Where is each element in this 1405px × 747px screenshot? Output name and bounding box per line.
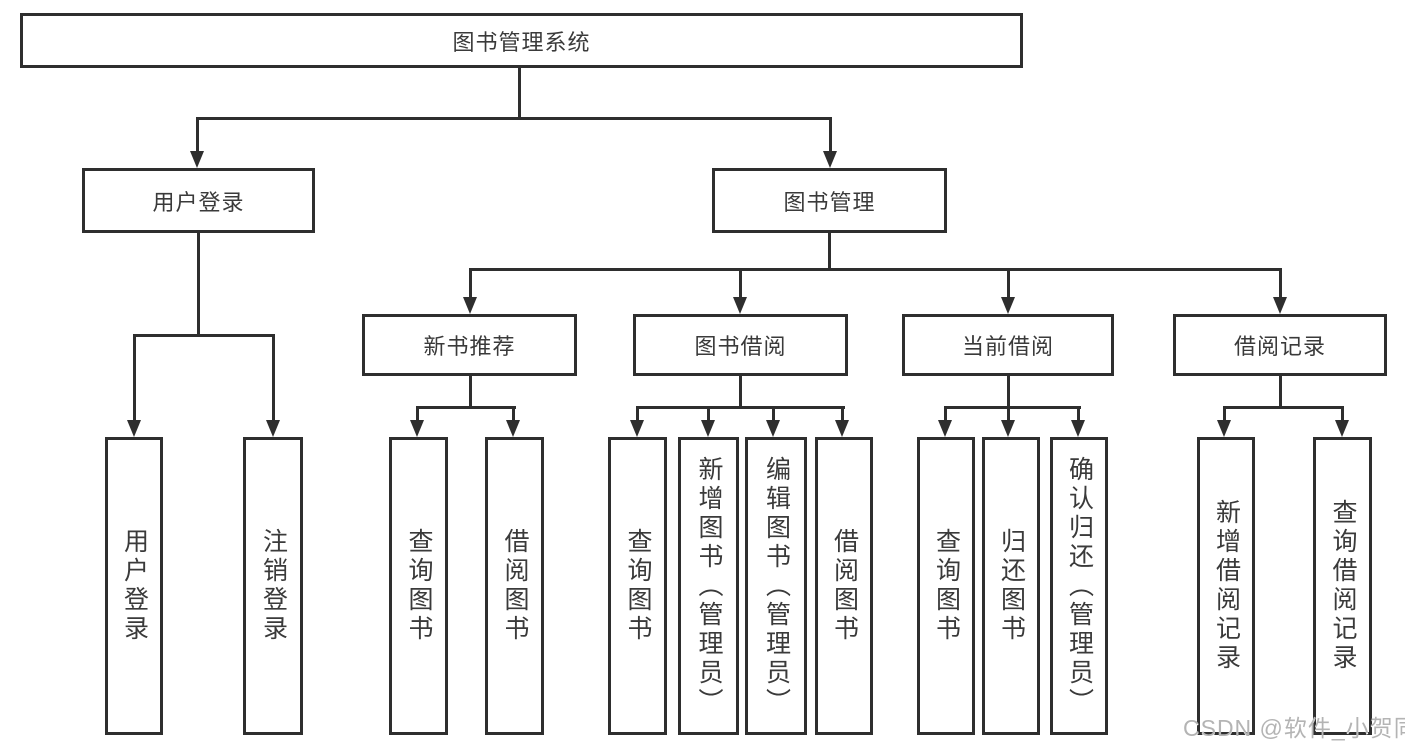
arrow-down-icon <box>1217 420 1231 437</box>
leaf-label: 确认归还（管理员） <box>1065 455 1094 717</box>
connector-line <box>739 376 742 409</box>
leaf-label: 归还图书 <box>997 528 1026 644</box>
arrow-down-icon <box>766 420 780 437</box>
arrow-down-icon <box>701 420 715 437</box>
leaf-add-borrow-record: 新增借阅记录 <box>1197 437 1255 735</box>
connector-line <box>1279 268 1282 299</box>
connector-line <box>828 233 831 271</box>
node-book-borrow: 图书借阅 <box>633 314 848 376</box>
connector-line <box>1007 376 1010 409</box>
leaf-label: 查询图书 <box>405 528 433 644</box>
arrow-down-icon <box>1001 297 1015 314</box>
connector-line <box>1279 376 1282 409</box>
node-user-login: 用户登录 <box>82 168 315 233</box>
leaf-label: 查询图书 <box>624 528 652 644</box>
leaf-label: 查询借阅记录 <box>1329 499 1357 673</box>
connector-line <box>636 406 845 409</box>
arrow-down-icon <box>823 151 837 168</box>
arrow-down-icon <box>835 420 849 437</box>
leaf-borrow-books-2: 借阅图书 <box>815 437 873 735</box>
leaf-confirm-return-admin: 确认归还（管理员） <box>1050 437 1108 735</box>
connector-line <box>1223 406 1344 409</box>
connector-line <box>469 376 472 409</box>
connector-line <box>636 406 639 422</box>
connector-line <box>829 117 832 153</box>
leaf-label: 新增图书（管理员） <box>695 455 723 717</box>
leaf-borrow-books-1: 借阅图书 <box>485 437 544 735</box>
arrow-down-icon <box>630 420 644 437</box>
node-current-borrow: 当前借阅 <box>902 314 1114 376</box>
arrow-down-icon <box>463 297 477 314</box>
connector-line <box>416 406 516 409</box>
connector-line <box>1007 406 1010 422</box>
connector-line <box>707 406 710 422</box>
connector-line <box>272 334 275 422</box>
arrow-down-icon <box>266 420 280 437</box>
leaf-label: 用户登录 <box>120 528 149 644</box>
connector-line <box>469 268 472 299</box>
arrow-down-icon <box>190 151 204 168</box>
leaf-add-book-admin: 新增图书（管理员） <box>678 437 739 735</box>
connector-line <box>1077 406 1080 422</box>
connector-line <box>944 406 1081 409</box>
leaf-label: 查询图书 <box>932 528 961 644</box>
node-new-book-recommend: 新书推荐 <box>362 314 577 376</box>
arrow-down-icon <box>733 297 747 314</box>
leaf-label: 新增借阅记录 <box>1212 499 1241 673</box>
arrow-down-icon <box>1273 297 1287 314</box>
leaf-query-books-2: 查询图书 <box>608 437 667 735</box>
connector-line <box>512 406 515 422</box>
leaf-user-login: 用户登录 <box>105 437 163 735</box>
connector-line <box>1223 406 1226 422</box>
arrow-down-icon <box>1001 420 1015 437</box>
node-root: 图书管理系统 <box>20 13 1023 68</box>
leaf-label: 借阅图书 <box>830 528 859 644</box>
connector-line <box>841 406 844 422</box>
arrow-down-icon <box>938 420 952 437</box>
leaf-return-book: 归还图书 <box>982 437 1040 735</box>
arrow-down-icon <box>1071 420 1085 437</box>
arrow-down-icon <box>1335 420 1349 437</box>
connector-line <box>739 268 742 299</box>
arrow-down-icon <box>410 420 424 437</box>
connector-line <box>1341 406 1344 422</box>
connector-line <box>772 406 775 422</box>
leaf-label: 借阅图书 <box>501 528 529 644</box>
arrow-down-icon <box>127 420 141 437</box>
connector-line <box>1007 268 1010 299</box>
leaf-query-books-1: 查询图书 <box>389 437 448 735</box>
connector-line <box>416 406 419 422</box>
connector-line <box>196 117 199 153</box>
leaf-query-borrow-record: 查询借阅记录 <box>1313 437 1372 735</box>
leaf-label: 注销登录 <box>259 528 288 644</box>
connector-line <box>944 406 947 422</box>
connector-line <box>518 68 521 120</box>
connector-line <box>196 117 832 120</box>
connector-line <box>469 268 1282 271</box>
connector-line <box>133 334 275 337</box>
arrow-down-icon <box>506 420 520 437</box>
leaf-edit-book-admin: 编辑图书（管理员） <box>745 437 807 735</box>
connector-line <box>133 334 136 422</box>
leaf-label: 编辑图书（管理员） <box>762 455 791 717</box>
node-borrow-records: 借阅记录 <box>1173 314 1387 376</box>
csdn-watermark: CSDN @软件_小贺同学 <box>1183 715 1405 741</box>
leaf-logout: 注销登录 <box>243 437 303 735</box>
leaf-query-books-3: 查询图书 <box>917 437 975 735</box>
node-book-management: 图书管理 <box>712 168 947 233</box>
connector-line <box>197 233 200 337</box>
